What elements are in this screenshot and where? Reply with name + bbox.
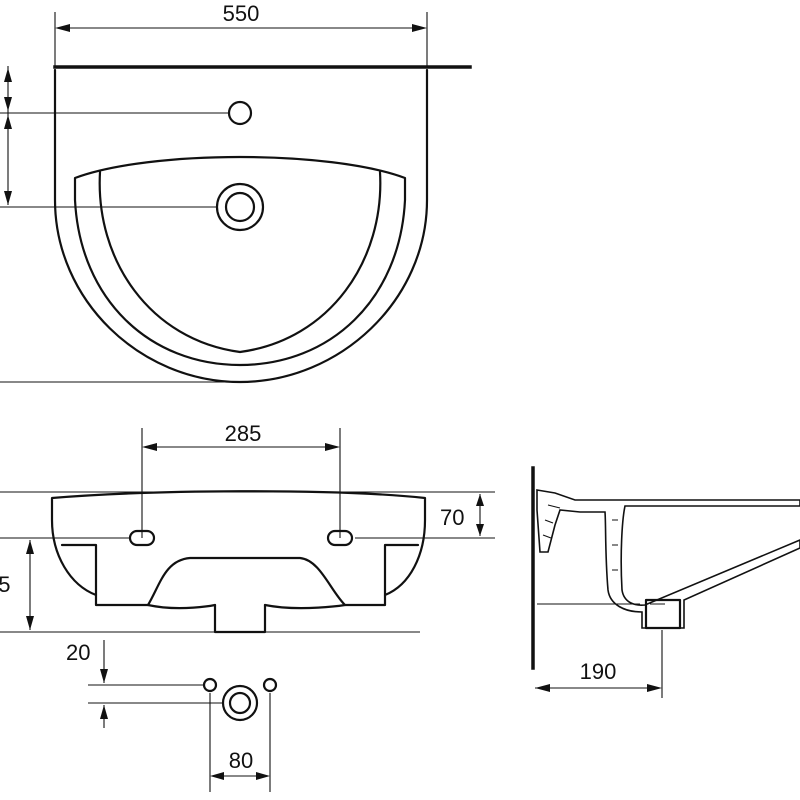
dim-bolt-spacing: 285 [225,421,262,446]
dim-waste-spacing: 80 [229,748,253,773]
section-shell [536,489,800,629]
dim-rim-height: 70 [440,505,464,530]
waste-hole-right [262,677,278,693]
section-spigot [644,598,682,630]
dim-waste-offset: 20 [66,640,90,665]
dim-lower-height: 65 [0,572,10,597]
waste-hole-left [202,677,218,693]
side-section: 190 [531,466,800,698]
tap-hole [227,100,253,126]
drain-inner [224,191,256,223]
front-view: 285 70 65 [0,421,495,634]
dim-top-width: 550 [223,1,260,26]
waste-outlet-inner [228,691,252,715]
basin-outer-contour [53,68,429,384]
basin-bowl [73,155,407,367]
front-waste-spigot [213,603,267,634]
waste-outlet-outer [221,684,259,722]
drain-outer [215,182,265,232]
dim-projection-depth: 190 [580,659,617,684]
top-view: 550 [0,1,472,384]
waste-detail: 20 80 [66,640,278,792]
front-basin-body [50,490,427,607]
